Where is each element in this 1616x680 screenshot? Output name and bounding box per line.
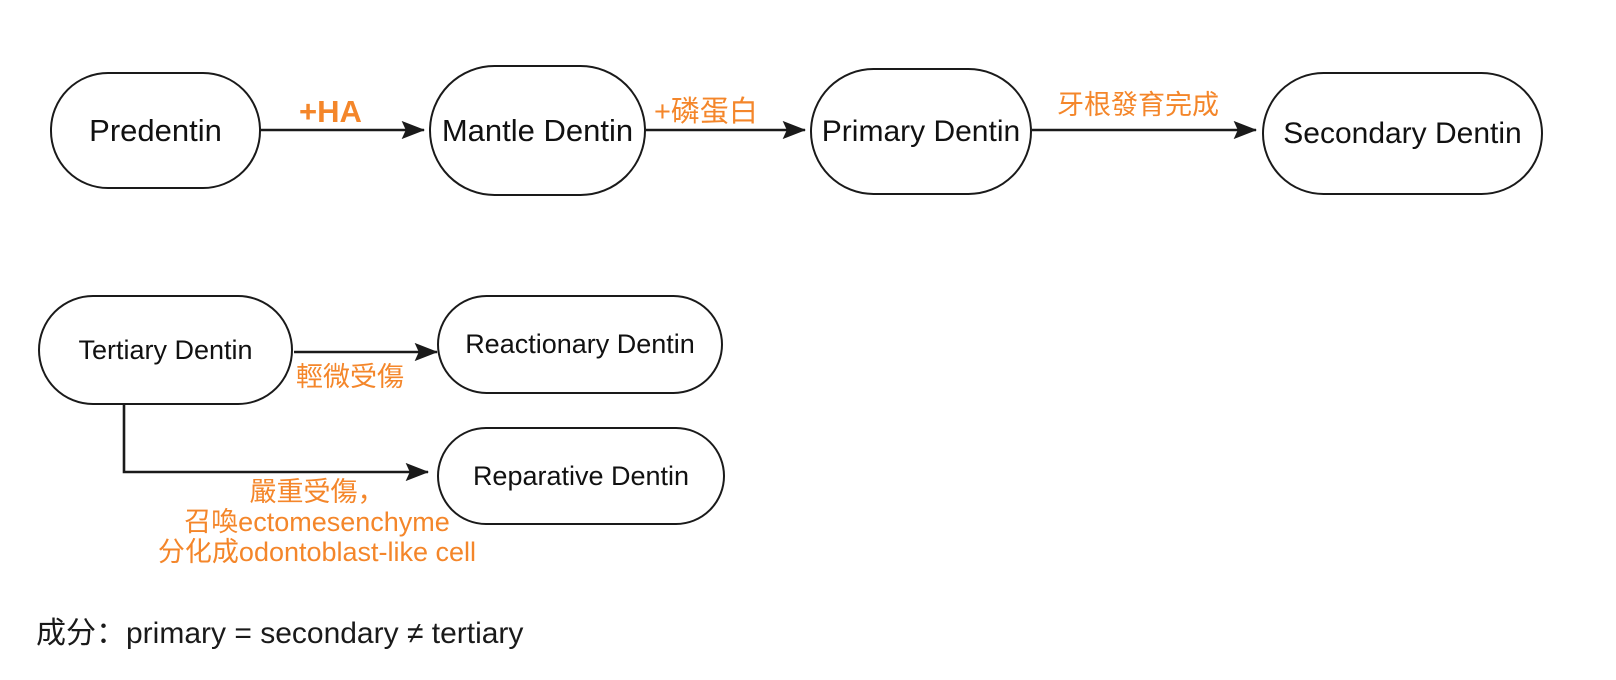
- node-primary-dentin[interactable]: Primary Dentin: [810, 68, 1032, 195]
- node-reactionary-dentin-label: Reactionary Dentin: [465, 329, 695, 359]
- node-tertiary-dentin[interactable]: Tertiary Dentin: [38, 295, 293, 405]
- edge-label-tertiary-to-reactionary: 輕微受傷: [296, 362, 404, 392]
- node-mantle-dentin[interactable]: Mantle Dentin: [429, 65, 646, 196]
- node-mantle-dentin-label: Mantle Dentin: [441, 113, 634, 148]
- node-secondary-dentin-label: Secondary Dentin: [1283, 116, 1522, 150]
- node-reparative-dentin-label: Reparative Dentin: [472, 460, 690, 491]
- edge-label-reparative-line-1: 嚴重受傷，: [249, 477, 385, 507]
- composition-note: 成分：primary = secondary ≠ tertiary: [36, 617, 524, 650]
- node-reactionary-dentin[interactable]: Reactionary Dentin: [437, 295, 723, 394]
- edge-label-reparative-line-2: 召喚ectomesenchyme: [184, 507, 450, 538]
- node-predentin-label: Predentin: [89, 113, 222, 148]
- node-tertiary-dentin-label: Tertiary Dentin: [78, 334, 253, 365]
- node-primary-dentin-label: Primary Dentin: [821, 114, 1021, 148]
- node-secondary-dentin[interactable]: Secondary Dentin: [1262, 72, 1543, 195]
- edge-label-predentin-to-mantle: +HA: [299, 94, 362, 129]
- arrow-tertiary-to-reparative: [122, 404, 430, 482]
- edge-label-mantle-to-primary: +磷蛋白: [654, 96, 758, 128]
- edge-label-tertiary-to-reparative: 嚴重受傷， 召喚ectomesenchyme 分化成odontoblast-li…: [142, 477, 492, 568]
- edge-label-primary-to-secondary: 牙根發育完成: [1057, 90, 1219, 120]
- node-predentin[interactable]: Predentin: [50, 72, 261, 189]
- edge-label-reparative-line-3: 分化成odontoblast-like cell: [157, 537, 477, 568]
- node-reparative-dentin[interactable]: Reparative Dentin: [437, 427, 725, 525]
